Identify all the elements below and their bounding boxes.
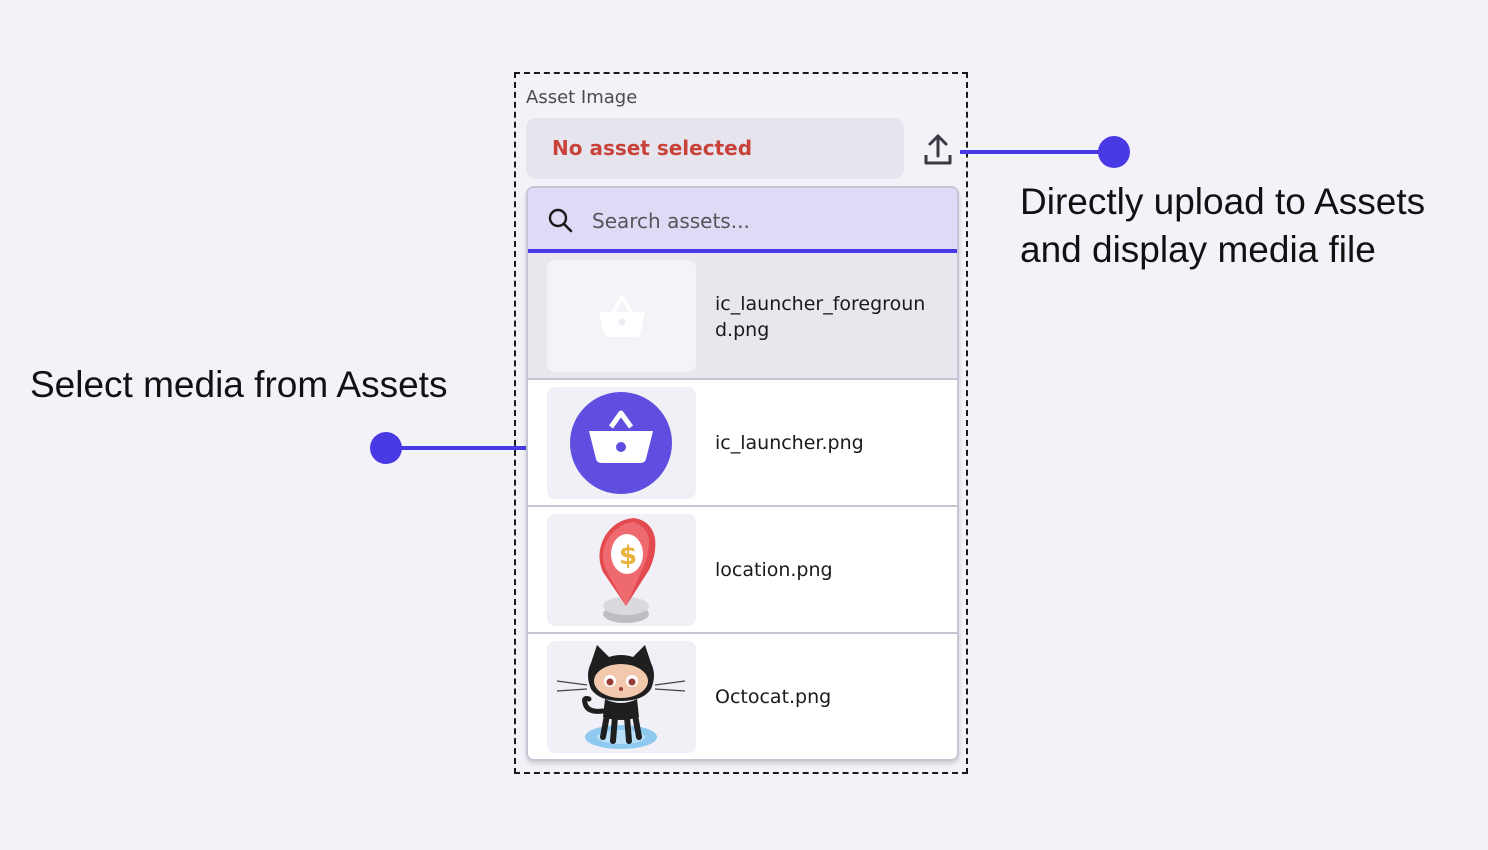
asset-dropdown: ic_launcher_foreground.png ic_launcher.p… xyxy=(526,186,959,761)
upload-annotation-line1: Directly upload to Assets xyxy=(1020,181,1426,222)
asset-thumbnail xyxy=(547,387,696,499)
upload-callout-line xyxy=(960,150,1110,154)
asset-row[interactable]: Octocat.png xyxy=(528,634,957,759)
asset-thumbnail xyxy=(547,260,696,372)
asset-row[interactable]: $ location.png xyxy=(528,507,957,634)
octocat-icon xyxy=(556,645,686,749)
asset-thumbnail: $ xyxy=(547,514,696,626)
search-icon xyxy=(548,208,573,233)
asset-row[interactable]: ic_launcher_foreground.png xyxy=(528,253,957,380)
location-pin-icon: $ xyxy=(599,518,656,623)
upload-icon xyxy=(924,134,952,165)
shopping-basket-icon xyxy=(599,295,645,337)
upload-button[interactable] xyxy=(918,130,958,170)
asset-name: ic_launcher_foreground.png xyxy=(715,293,926,341)
select-annotation: Select media from Assets xyxy=(30,364,448,405)
select-callout-line xyxy=(386,446,538,450)
asset-row[interactable]: ic_launcher.png xyxy=(528,380,957,507)
asset-name: location.png xyxy=(715,559,833,581)
upload-callout-dot xyxy=(1098,136,1130,168)
asset-thumbnail xyxy=(547,641,696,753)
asset-selector[interactable]: No asset selected xyxy=(526,118,904,179)
widget-outline xyxy=(514,72,968,774)
shopping-basket-icon xyxy=(570,392,672,494)
upload-annotation-line2: and display media file xyxy=(1020,229,1376,270)
field-label: Asset Image xyxy=(526,87,638,108)
asset-name: ic_launcher.png xyxy=(715,432,864,454)
search-bar xyxy=(528,188,957,253)
selected-asset-text: No asset selected xyxy=(552,136,753,160)
svg-text:$: $ xyxy=(619,541,637,571)
asset-name: Octocat.png xyxy=(715,686,832,708)
search-input[interactable] xyxy=(590,202,934,240)
